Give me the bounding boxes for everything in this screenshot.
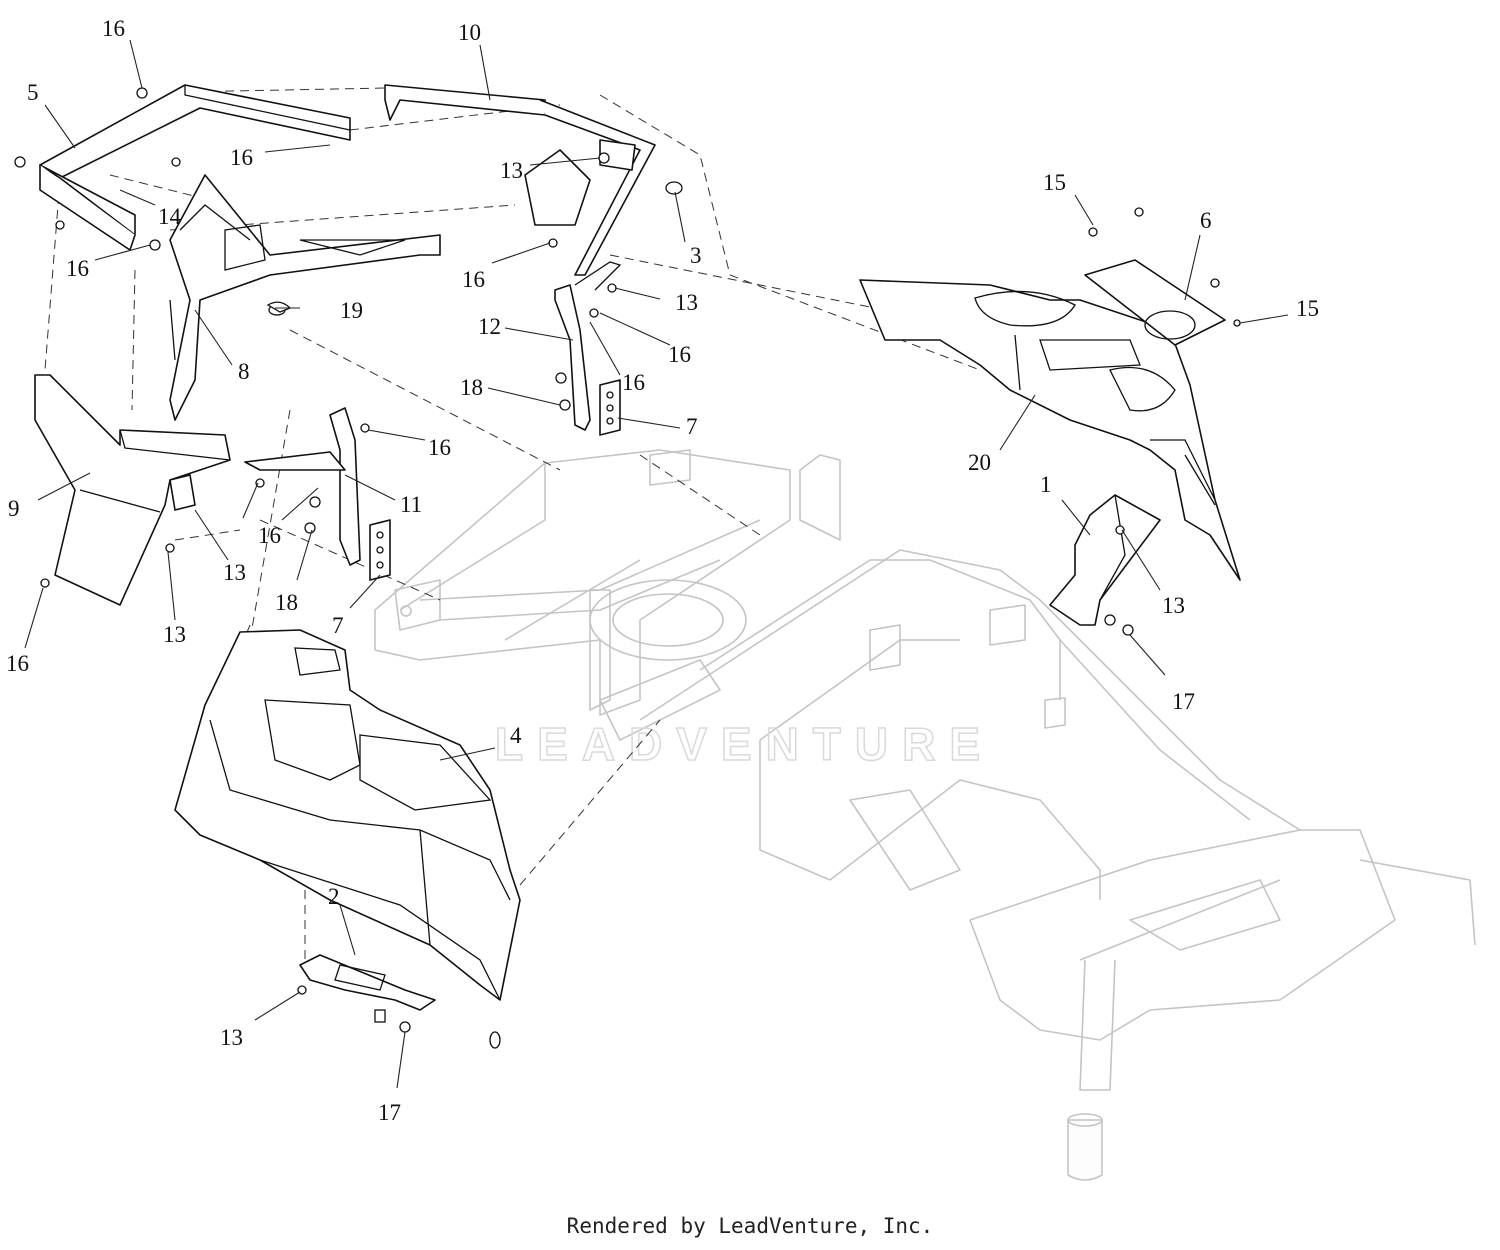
callout-15: 15 bbox=[1043, 170, 1066, 195]
callout-2: 2 bbox=[328, 884, 340, 909]
callout-16: 16 bbox=[428, 435, 451, 460]
callout-14: 14 bbox=[158, 204, 182, 229]
callout-18: 18 bbox=[460, 375, 483, 400]
callout-16: 16 bbox=[462, 267, 485, 292]
callout-1: 1 bbox=[1040, 472, 1052, 497]
callout-16: 16 bbox=[102, 16, 125, 41]
callout-16: 16 bbox=[66, 256, 89, 281]
callout-13: 13 bbox=[223, 560, 246, 585]
callout-19: 19 bbox=[340, 298, 363, 323]
callout-16: 16 bbox=[6, 651, 29, 676]
callouts: 16 5 16 14 16 10 13 3 16 13 19 12 16 8 1… bbox=[6, 16, 1319, 1125]
callout-13: 13 bbox=[500, 158, 523, 183]
callout-16: 16 bbox=[622, 370, 645, 395]
callout-11: 11 bbox=[400, 492, 422, 517]
callout-13: 13 bbox=[220, 1025, 243, 1050]
render-credit: Rendered by LeadVenture, Inc. bbox=[566, 1214, 934, 1238]
callout-4: 4 bbox=[510, 723, 522, 748]
callout-12: 12 bbox=[478, 314, 501, 339]
part-side-panel bbox=[34, 374, 231, 606]
callout-6: 6 bbox=[1200, 208, 1212, 233]
part-upper-left-bracket bbox=[39, 84, 351, 251]
callout-3: 3 bbox=[690, 243, 702, 268]
leader-lines bbox=[24, 39, 1289, 1089]
part-right-lower-bracket bbox=[1049, 494, 1161, 626]
part-lower-bracket bbox=[299, 954, 501, 1049]
chassis-frame bbox=[374, 449, 1476, 1181]
callout-13: 13 bbox=[163, 622, 186, 647]
callout-13: 13 bbox=[675, 290, 698, 315]
callout-15: 15 bbox=[1296, 296, 1319, 321]
callout-7: 7 bbox=[332, 613, 344, 638]
callout-13: 13 bbox=[1162, 593, 1185, 618]
callout-20: 20 bbox=[968, 450, 991, 475]
part-left-console bbox=[174, 629, 521, 1001]
callout-17: 17 bbox=[1172, 689, 1195, 714]
part-upper-right-bracket bbox=[384, 84, 683, 276]
callout-16: 16 bbox=[258, 523, 281, 548]
callout-17: 17 bbox=[378, 1100, 401, 1125]
callout-9: 9 bbox=[8, 496, 20, 521]
callout-16: 16 bbox=[668, 342, 691, 367]
watermark: LEADVENTURE bbox=[495, 718, 994, 770]
callout-7: 7 bbox=[686, 414, 698, 439]
callout-5: 5 bbox=[27, 80, 39, 105]
callout-10: 10 bbox=[458, 20, 481, 45]
callout-16: 16 bbox=[230, 145, 253, 170]
callout-8: 8 bbox=[238, 359, 250, 384]
part-uprights bbox=[244, 261, 622, 581]
part-mount-plate bbox=[169, 174, 441, 421]
part-right-console bbox=[859, 259, 1241, 581]
callout-18: 18 bbox=[275, 590, 298, 615]
